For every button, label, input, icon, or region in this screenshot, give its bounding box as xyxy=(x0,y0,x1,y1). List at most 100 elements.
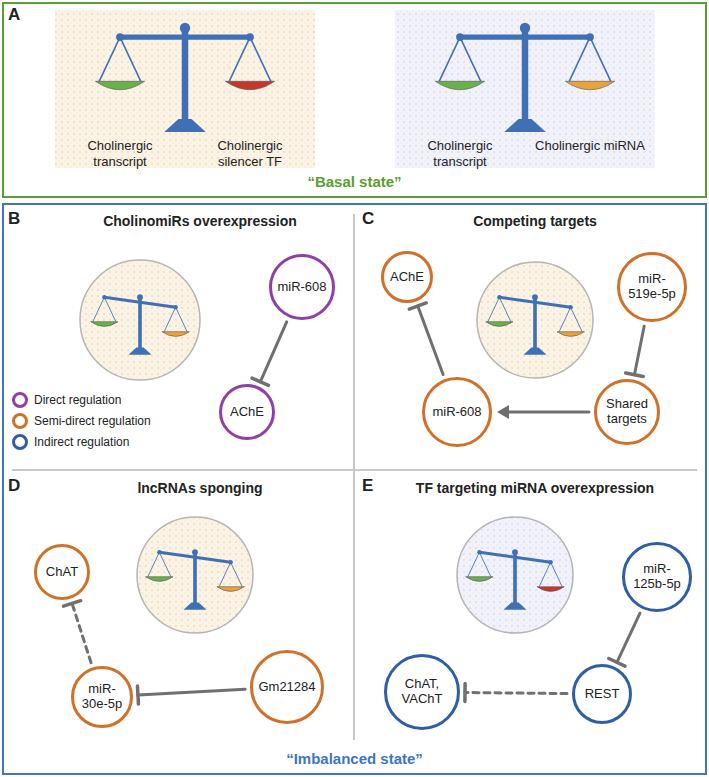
regulator-circle: miR-125b-5p xyxy=(622,542,692,612)
scale-string xyxy=(479,552,491,576)
scale-string xyxy=(176,307,188,331)
circle-label: miR-125b-5p xyxy=(629,562,685,592)
scale-pan xyxy=(225,81,274,89)
regulator-circle: AChE xyxy=(381,251,433,303)
scale-post xyxy=(193,554,197,604)
state-bubble xyxy=(477,262,593,378)
scale-string xyxy=(250,37,271,81)
scale-knob xyxy=(137,294,143,300)
regulation-connector xyxy=(252,322,287,386)
scale-string xyxy=(219,562,231,586)
scale-string xyxy=(468,552,480,576)
legend-swatch xyxy=(12,434,28,450)
regulation-connector xyxy=(626,326,645,376)
panel-letter: E xyxy=(362,476,373,496)
panel-title: TF targeting miRNA overexpression xyxy=(375,480,695,497)
scale-string xyxy=(120,37,141,81)
regulation-connector xyxy=(409,303,443,375)
scale-pan xyxy=(95,81,144,89)
scale-string xyxy=(93,297,105,321)
scale-string xyxy=(460,37,481,81)
scale-beam xyxy=(104,297,175,307)
connector-line xyxy=(617,613,640,662)
connector-line xyxy=(465,692,567,693)
regulator-circle: miR-30e-5p xyxy=(71,666,133,728)
regulator-circle: miR-519e-5p xyxy=(617,252,687,322)
scale-string xyxy=(164,307,176,331)
state-caption: “Imbalanced state” xyxy=(4,750,705,767)
scale-pan xyxy=(486,322,513,327)
scale-pan xyxy=(217,587,244,592)
legend-row: Direct regulation xyxy=(12,392,151,408)
balance-scale xyxy=(466,549,565,609)
panel-divider xyxy=(12,469,697,471)
connector-line xyxy=(507,411,589,414)
balance-scale xyxy=(91,294,190,354)
circle-label: ChAT, VAChT xyxy=(392,677,453,707)
scale-pan xyxy=(146,577,173,582)
scale-beam xyxy=(159,552,230,562)
legend-text: Direct regulation xyxy=(34,393,121,407)
scale-string xyxy=(539,562,551,586)
state-bubble xyxy=(80,260,200,380)
legend-row: Semi-direct regulation xyxy=(12,413,151,429)
scale-string xyxy=(551,562,563,586)
scale-pan xyxy=(91,322,118,327)
inhibition-bar xyxy=(409,303,426,309)
regulator-circle: AChE xyxy=(219,384,275,440)
scale-post xyxy=(138,299,142,349)
circle-label: miR-519e-5p xyxy=(624,272,680,302)
scale-beam xyxy=(479,552,550,562)
circle-label: AChE xyxy=(230,405,264,420)
panel-title: Competing targets xyxy=(385,213,685,230)
scale-label: Cholinergic miRNA xyxy=(534,138,646,154)
state-panel: “Basal state” xyxy=(2,2,707,198)
scale-pan xyxy=(466,577,493,582)
scale-post xyxy=(182,31,189,122)
panel-letter: D xyxy=(8,476,20,496)
regulator-circle: miR-608 xyxy=(422,377,492,447)
scale-label: Cholinergic transcript xyxy=(404,138,516,169)
scale-knob xyxy=(192,549,198,555)
panel-letter: A xyxy=(8,5,20,25)
panel-title: lncRNAs sponging xyxy=(50,480,350,497)
scale-beam xyxy=(499,297,570,307)
scale-post xyxy=(533,299,537,349)
scale-post xyxy=(513,554,517,604)
inhibition-bar xyxy=(136,686,140,704)
scale-string xyxy=(231,562,243,586)
connector-line xyxy=(72,603,91,662)
scale-pan xyxy=(557,332,584,337)
scale-post xyxy=(522,31,529,122)
regulator-circle: REST xyxy=(572,664,632,724)
panel-divider xyxy=(353,214,355,740)
state-caption: “Basal state” xyxy=(4,173,705,190)
legend-swatch xyxy=(12,413,28,429)
scale-beam xyxy=(120,34,250,39)
legend-text: Semi-direct regulation xyxy=(34,414,151,428)
panel-title: CholinomiRs overexpression xyxy=(50,213,350,230)
scale-string xyxy=(499,297,511,321)
panel-letter: C xyxy=(362,209,374,229)
legend-text: Indirect regulation xyxy=(34,435,129,449)
regulation-connector xyxy=(609,613,640,666)
scale-pan xyxy=(435,81,484,89)
scale-string xyxy=(229,37,250,81)
connector-line xyxy=(138,689,245,695)
regulator-circle: ChAT xyxy=(34,544,90,600)
circle-label: AChE xyxy=(390,270,424,285)
scale-label: Cholinergic transcript xyxy=(64,138,176,169)
scale-knob xyxy=(532,294,538,300)
inhibition-bar xyxy=(63,601,80,606)
scale-label: Cholinergic silencer TF xyxy=(194,138,306,169)
scale-knob xyxy=(520,23,530,33)
scale-knob xyxy=(180,23,190,33)
arrow-head xyxy=(497,405,509,419)
scale-string xyxy=(99,37,120,81)
scale-string xyxy=(569,37,590,81)
balance-scale xyxy=(95,23,274,132)
scale-pan xyxy=(537,587,564,592)
circle-label: REST xyxy=(585,687,620,702)
regulation-connector xyxy=(497,405,589,419)
